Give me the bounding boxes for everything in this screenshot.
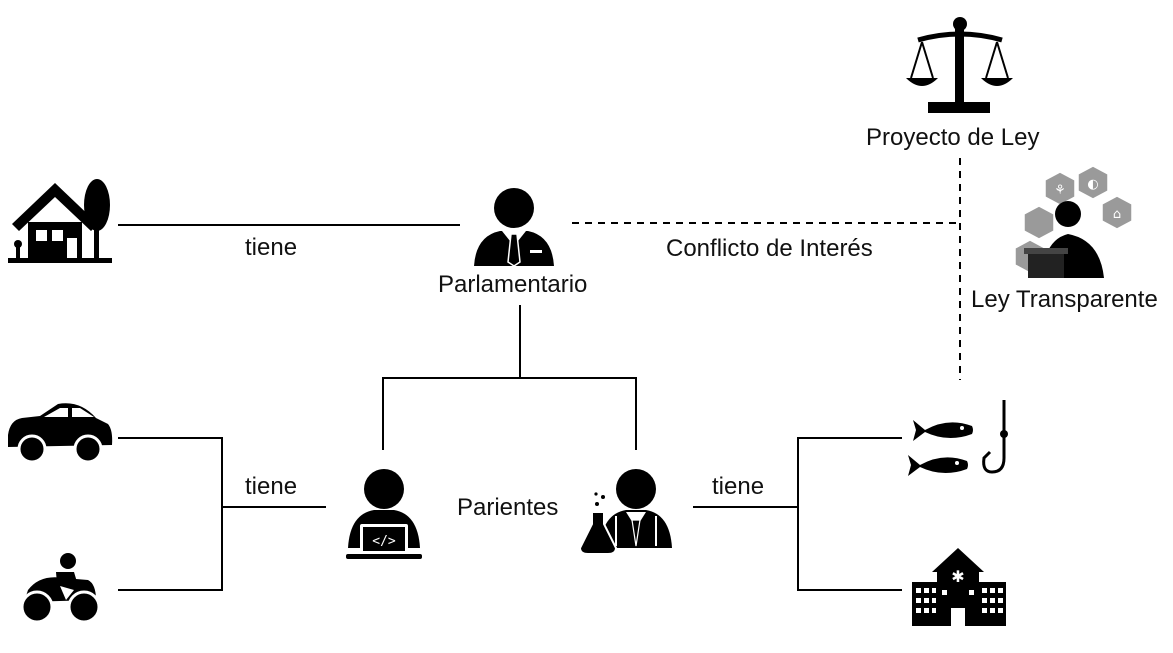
label-tiene-casa: tiene bbox=[245, 234, 298, 261]
svg-text:⌂: ⌂ bbox=[1113, 207, 1121, 222]
connector-parientes bbox=[382, 377, 637, 450]
label-conflicto-de-interes: Conflicto de Interés bbox=[666, 235, 873, 262]
fishing-icon bbox=[908, 400, 1008, 476]
car-icon bbox=[8, 403, 113, 464]
motorcycle-icon bbox=[20, 553, 101, 624]
programmer-icon: </> bbox=[346, 469, 422, 559]
label-ley-transparente: Ley Transparente bbox=[971, 286, 1158, 313]
label-tiene-vehiculos: tiene bbox=[245, 473, 298, 500]
businessman-icon bbox=[474, 188, 554, 267]
hospital-icon: ✱ bbox=[912, 548, 1006, 626]
label-tiene-bienes: tiene bbox=[712, 473, 765, 500]
svg-text:⚘: ⚘ bbox=[1054, 183, 1066, 198]
scales-icon bbox=[906, 17, 1013, 113]
svg-text:</>: </> bbox=[372, 534, 396, 549]
scientist-icon bbox=[578, 469, 672, 555]
house-icon bbox=[8, 179, 112, 263]
svg-text:✱: ✱ bbox=[951, 567, 964, 586]
transparency-law-icon: ⚘ ◐ ⌂ bbox=[1014, 165, 1133, 278]
svg-text:◐: ◐ bbox=[1087, 177, 1098, 192]
connector-vehiculos bbox=[118, 437, 223, 591]
label-parientes: Parientes bbox=[457, 494, 559, 521]
connector-bienes bbox=[797, 437, 902, 591]
label-proyecto-de-ley: Proyecto de Ley bbox=[866, 124, 1040, 151]
label-parlamentario: Parlamentario bbox=[438, 271, 588, 298]
